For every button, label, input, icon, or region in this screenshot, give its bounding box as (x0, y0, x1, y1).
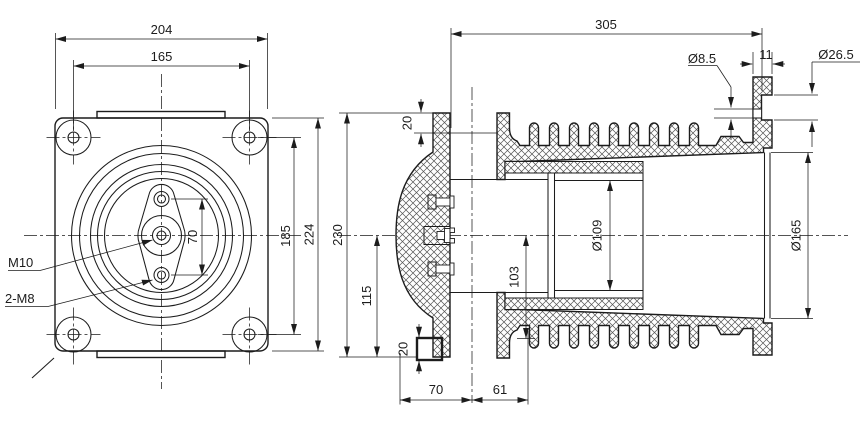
section-dimensions: 305 Ø8.5 11 Ø26.5 (330, 17, 860, 405)
dim-224: 224 (302, 224, 317, 246)
dim-opening: Ø165 (789, 220, 804, 252)
edge-tick (31, 357, 55, 379)
front-dimensions: 204 165 185 224 70 (55, 22, 324, 352)
front-leaders: M10 2-M8 (5, 239, 153, 379)
front-plate-outline (54, 110, 269, 359)
front-insert-boss (137, 183, 186, 291)
dim-204: 204 (151, 22, 173, 37)
embedded-inserts (423, 194, 455, 277)
opening-rim (763, 152, 771, 319)
dim-115: 115 (359, 286, 374, 307)
dim-165: 165 (151, 49, 173, 64)
conductor-tube (450, 173, 644, 298)
bottom-tab (96, 350, 226, 359)
flange-plate (54, 117, 269, 352)
dim-70: 70 (429, 382, 443, 397)
dim-61: 61 (493, 382, 507, 397)
sleeve-bottom (504, 297, 644, 310)
top-tab (96, 110, 226, 119)
sleeve-top (504, 161, 644, 174)
insulator-top-wall (496, 76, 773, 181)
insert-boss-kite (137, 183, 186, 291)
mounting-flange-section (395, 112, 451, 358)
dim-230: 230 (330, 224, 345, 246)
dim-305: 305 (595, 17, 617, 32)
section-view: 305 Ø8.5 11 Ø26.5 (330, 17, 860, 405)
label-m10: M10 (8, 255, 33, 270)
front-center-rings (70, 144, 253, 327)
dim-counterbore: Ø26.5 (818, 47, 853, 62)
dim-collar: 20 (400, 116, 415, 130)
label-2m8: 2-M8 (5, 291, 35, 306)
dim-185: 185 (278, 225, 293, 247)
dim-103: 103 (507, 266, 522, 288)
dim-70-front: 70 (185, 230, 200, 244)
dim-hole: Ø8.5 (688, 51, 716, 66)
dim-11: 11 (759, 47, 773, 62)
end-flange-hole (753, 108, 762, 119)
front-view: 204 165 185 224 70 M10 2-M8 (5, 22, 324, 389)
clamp-block (415, 336, 444, 362)
insulator-bottom-wall (496, 291, 773, 359)
dim-block: 20 (396, 342, 411, 356)
dim-tube: Ø109 (590, 220, 605, 252)
